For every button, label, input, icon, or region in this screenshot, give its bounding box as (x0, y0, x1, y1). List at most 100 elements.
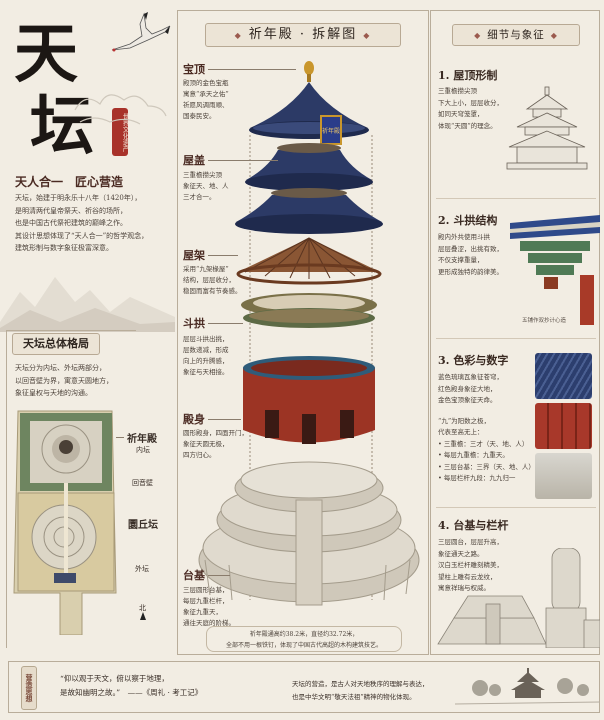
desc-line: 每层九重栏杆， (183, 597, 229, 605)
bracket-detail-illustration (510, 215, 600, 325)
ornament-icon: ◆ (234, 31, 243, 40)
section-bracket-title: 2. 斗拱结构 (438, 214, 498, 227)
desc-line: 层数递减，形成 (183, 346, 229, 354)
desc-line: 稳固而富有节奏感。 (183, 287, 242, 295)
roof-bottom-tier (235, 188, 383, 234)
roof-frame (236, 237, 382, 285)
section-roof-title: 1. 屋顶形制 (438, 69, 498, 82)
layout-line: 以回音壁为界，寓意天圆地方， (15, 376, 113, 385)
part-label-hall-body: 殿身 (183, 413, 205, 426)
divider (436, 507, 596, 508)
caption-line: 祈年殿通高约38.2米，直径约32.72米， (249, 631, 359, 638)
bracket-caption: 五铺作双抄计心造 (522, 318, 567, 324)
detail-line: 不仅支撑重量， (438, 256, 484, 264)
part-desc-frame: 采用“九架椽屋”结构，层层收分，稳固而富有节奏感。 (183, 264, 242, 297)
detail-line: 蓝色琉璃瓦象征苍穹， (438, 373, 503, 381)
summary-line: 也是中华文明“敬天法祖”精神的物化体现。 (292, 693, 416, 701)
plaque-text: 祈年殿 (322, 127, 340, 135)
part-label-finial: 宝顶 (183, 63, 205, 76)
detail-line: 汉白玉栏杆雕刻精美， (438, 561, 503, 569)
intro-line: 其设计思想体现了“天人合一”的哲学观念， (15, 231, 149, 240)
ornament-icon: ◆ (474, 31, 482, 40)
detail-line: 代表至高无上： (438, 428, 484, 436)
details-panel (430, 10, 600, 655)
section-roof-text: 三重檐攒尖顶下大上小，层层收分，如同天穹笼罩，体现“天圆”的理念。 (438, 86, 503, 132)
section-color-title: 3. 色彩与数字 (438, 354, 509, 367)
section-platform-title: 4. 台基与栏杆 (438, 519, 509, 532)
name-plaque (320, 115, 342, 145)
detail-line: 三重檐攒尖顶 (438, 87, 477, 95)
intro-line: 天坛，始建于明永乐十八年（1420年）， (15, 194, 142, 202)
part-desc-hall-body: 圆形殿身，四面开门，象征天圆无极，四方归心。 (183, 428, 248, 461)
detail-line: 望柱上雕有云龙纹， (438, 572, 497, 581)
intro-text: 天坛，始建于明永乐十八年（1420年）， 是明清两代皇帝祭天、祈谷的场所， 也是… (15, 192, 148, 255)
layout-heading-text: 天坛总体格局 (23, 337, 89, 350)
desc-line: 象征天圆无极， (183, 440, 229, 448)
layout-text: 天坛分为内坛、外坛两部分， 以回音壁为界，寓意天圆地方， 象征皇权与天地的沟通。 (15, 362, 113, 400)
roof-middle-tier (245, 143, 373, 191)
desc-line: 采用“九架椽屋” (183, 265, 229, 273)
bullet-text: 每层栏杆九段：九九归一 (443, 474, 516, 482)
part-desc-platform: 三层圆形台基，每层九重栏杆，象征九重天，通往天庭的阶梯。 (183, 585, 235, 629)
map-label-hall: 祈年殿 (127, 434, 157, 445)
details-heading: ◆细节与象征◆ (452, 24, 580, 46)
desc-line: 殿顶的金色宝瓶 (183, 79, 229, 87)
marble-terraces (198, 461, 420, 606)
desc-line: 四方归心。 (183, 451, 216, 459)
detail-line: 红色殿身象征大地， (438, 384, 497, 393)
desc-line: 向上的升腾感， (183, 357, 229, 365)
map-label-echo-wall: 回音壁 (132, 479, 153, 487)
intro-line: 建筑形制与数字象征极富深意。 (15, 244, 113, 252)
bullet-item: • 每层栏杆九段：九九归一 (438, 474, 516, 482)
section-bracket-text: 殿内外共使用斗拱层层叠涩，出挑有致， 不仅支撑重量， 更形成独特的韵律美。 (438, 232, 503, 278)
quote-line: “仰以观于天文，俯以察于地理， (60, 674, 169, 683)
part-label-roof: 屋盖 (183, 154, 205, 167)
leader-line (208, 575, 230, 576)
section-color-text: 蓝色琉璃瓦象征苍穹，红色殿身象征大地，金色宝顶象征天命。 “九”为阳数之极，代表… (438, 372, 535, 485)
bullet-item: • 三层台基：三界（天、地、人） (438, 462, 535, 471)
desc-line: 象征与天相接。 (183, 368, 229, 376)
north-label: 北 (139, 604, 146, 612)
section-platform-text: 三层圆台，层层升高，象征通天之路。汉白玉栏杆雕刻精美，望柱上雕有云龙纹，寓意祥瑞… (438, 537, 503, 595)
leader-line (208, 160, 278, 161)
footer-label: 营造思想 (21, 666, 37, 710)
detail-line: 三层圆台，层层升高， (438, 538, 503, 546)
bullet-text: 每层九重檐：九重天。 (443, 451, 509, 459)
caption-line: 全部不用一根铁钉，体现了中国古代高超的木构建筑技艺。 (225, 642, 382, 649)
desc-line: 祈愿风调雨顺、 (183, 101, 229, 109)
desc-line: 象征九重天， (183, 608, 222, 616)
details-heading-text: 细节与象征 (487, 29, 545, 41)
detail-line: 层层叠涩，出挑有致， (438, 244, 503, 253)
layout-line: 象征皇权与天地的沟通。 (15, 389, 92, 397)
detail-line: 寓意祥瑞与权威。 (438, 584, 490, 592)
detail-line: 体现“天圆”的理念。 (438, 121, 497, 130)
platform-pillar-illustration (437, 548, 600, 648)
part-label-frame: 屋架 (183, 249, 205, 262)
roof-top-tier (249, 82, 369, 139)
title-char-tian: 天 (14, 17, 78, 92)
detail-line: “九”为阳数之极， (438, 416, 491, 425)
leader-line (208, 69, 296, 70)
map-label-inner: 内坛 (136, 446, 150, 454)
detail-line: 下大上小，层层收分， (438, 98, 503, 107)
part-desc-roof: 三重檐攒尖顶象征天、地、人三才合一。 (183, 170, 229, 203)
divider (436, 338, 596, 339)
temple-of-heaven-site-map (13, 410, 117, 635)
crane-icon (111, 12, 171, 52)
bullet-item: • 每层九重檐：九重天。 (438, 451, 509, 459)
detail-line: 殿内外共使用斗拱 (438, 233, 490, 241)
temple-sketch-illustration (506, 86, 588, 170)
hall-exploded-illustration: 祈年殿 (198, 61, 420, 606)
leader-line (208, 323, 243, 324)
mountain-landscape (0, 277, 175, 332)
hall-body (243, 356, 375, 444)
detail-line: 更形成独特的韵律美。 (438, 267, 503, 276)
map-label-outer: 外坛 (135, 565, 149, 573)
summary-line: 天坛的营造，是古人对天地秩序的理解与表达， (292, 680, 429, 688)
footer-panel (8, 661, 600, 713)
exploded-heading: ◆祈年殿 · 拆解图◆ (205, 23, 401, 47)
exploded-view-panel (177, 10, 429, 655)
intro-line: 也是中国古代祭祀建筑的巅峰之作。 (15, 219, 127, 227)
leader-line (116, 437, 124, 438)
part-label-platform: 台基 (183, 569, 205, 582)
